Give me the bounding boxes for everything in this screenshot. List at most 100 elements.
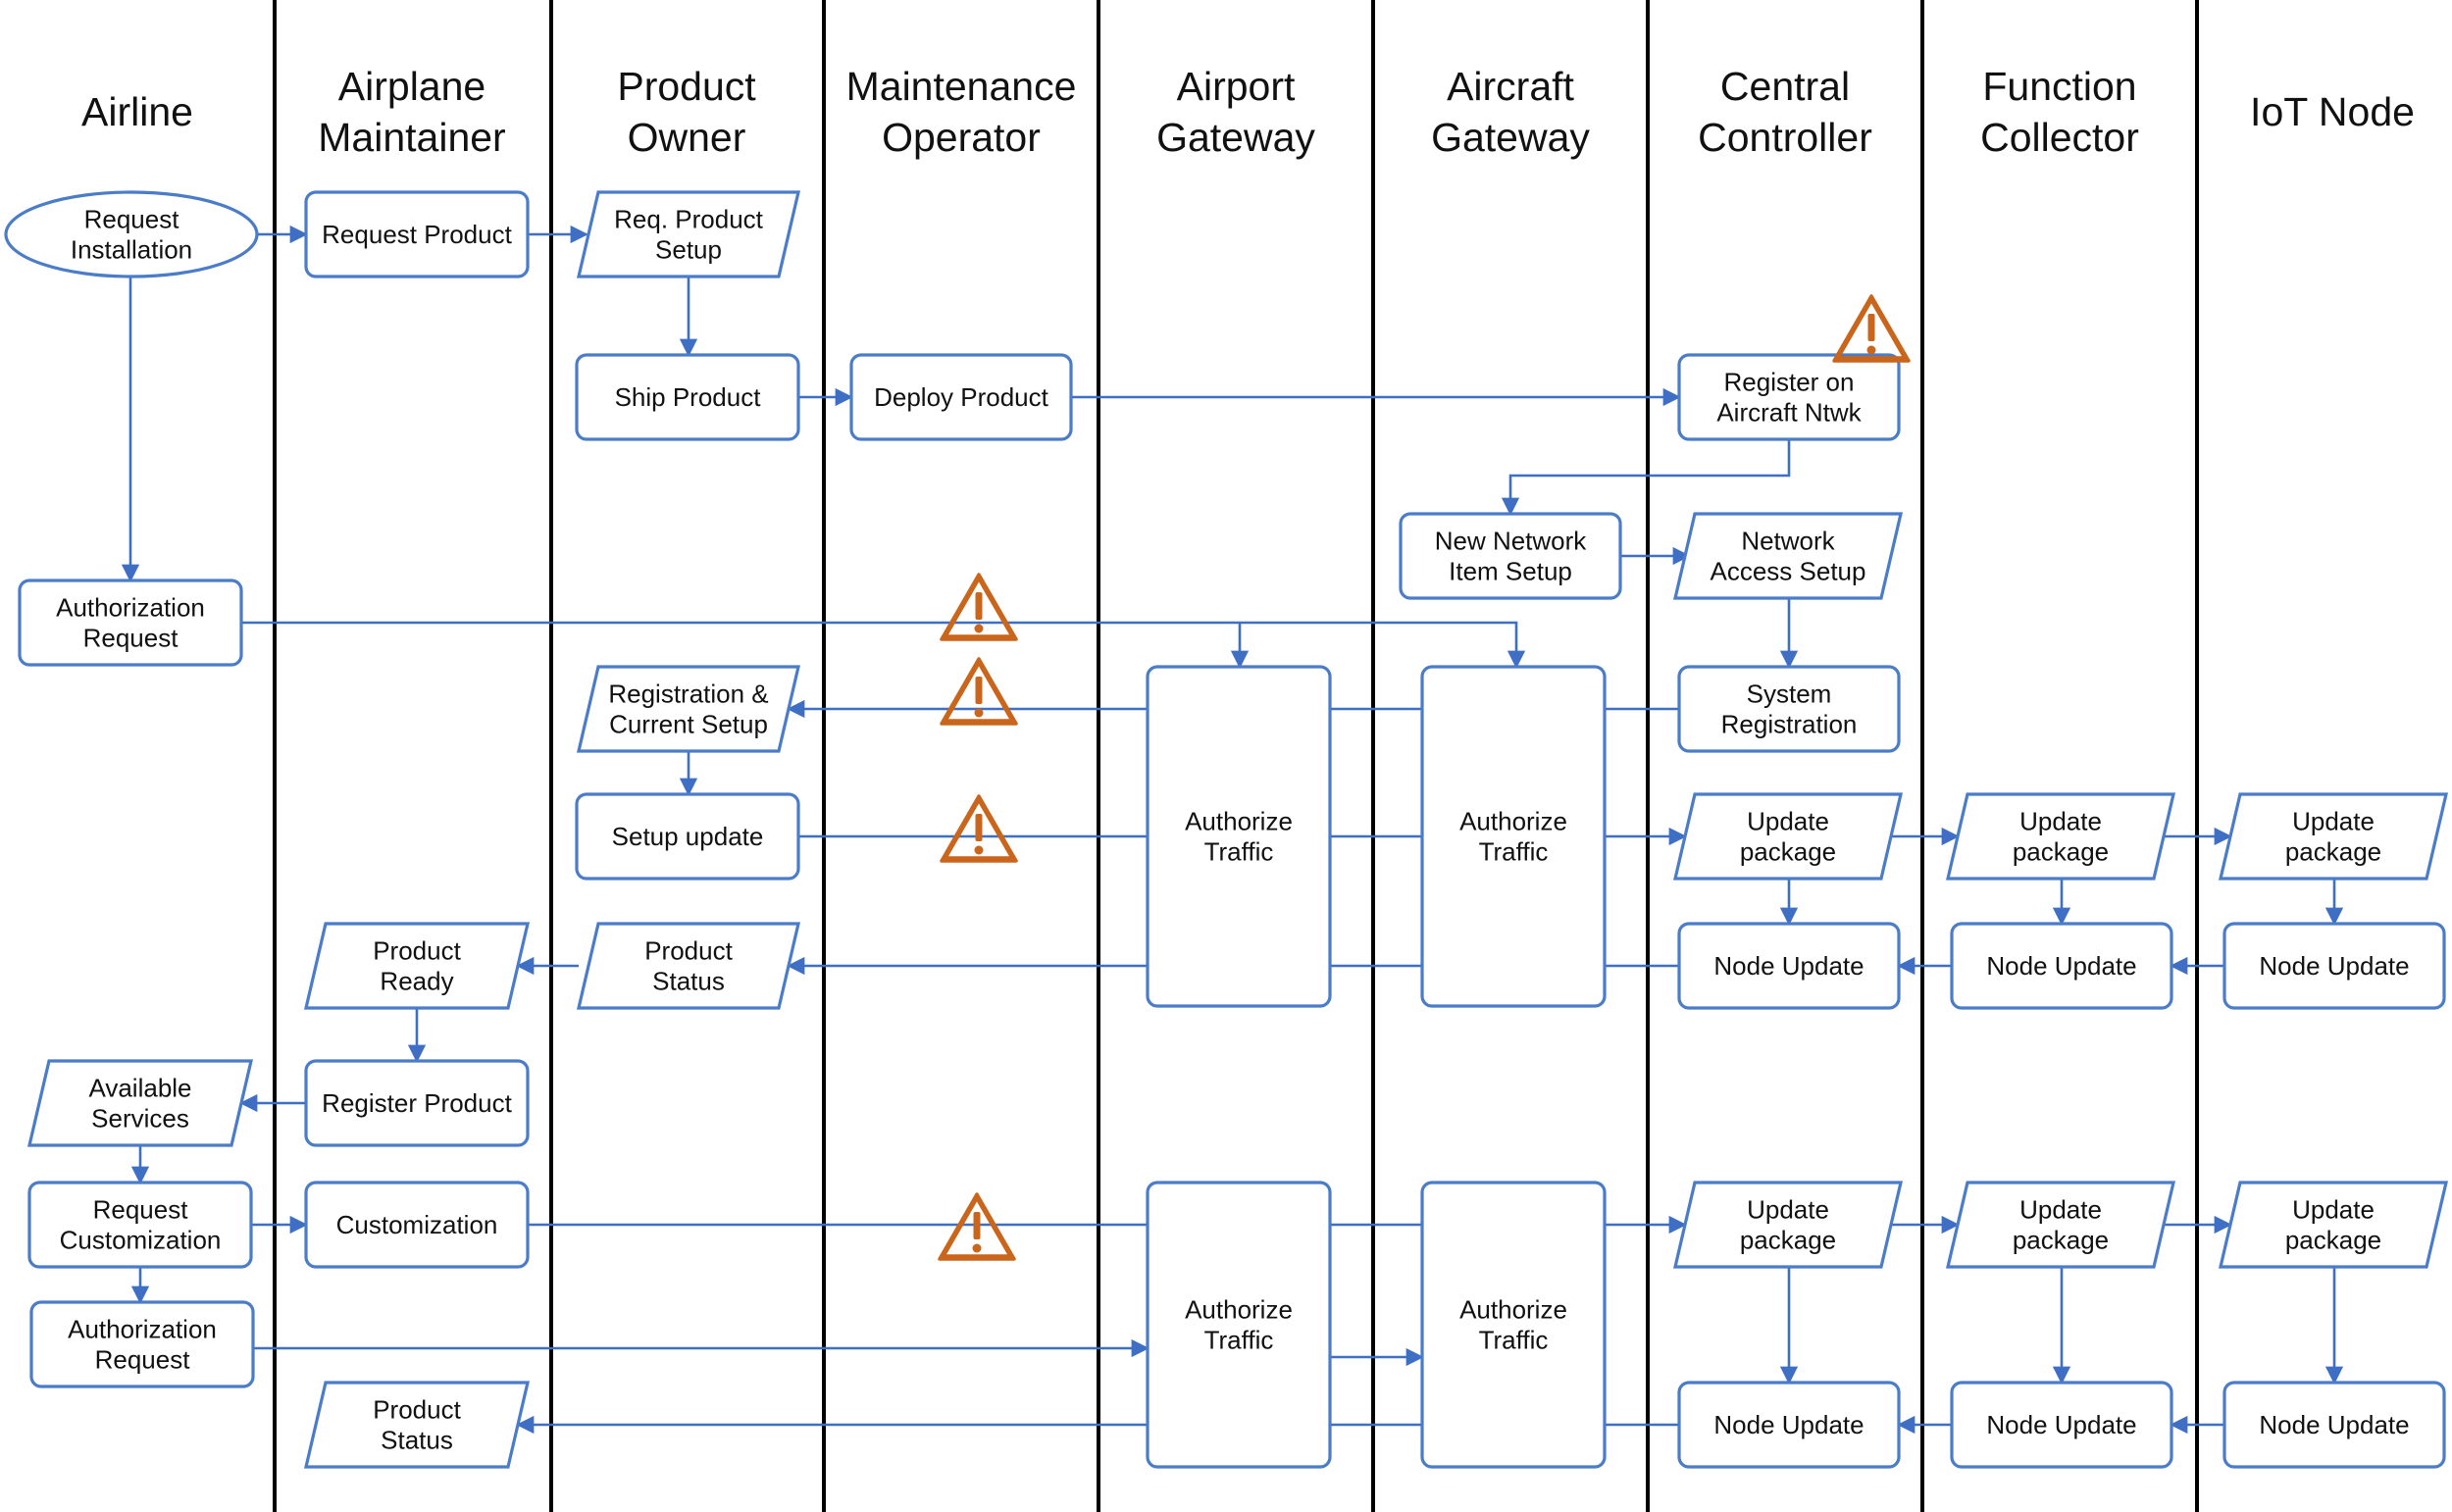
node-label: Services (91, 1104, 189, 1134)
node-shape (304, 1059, 530, 1147)
node-label: Setup update (612, 822, 764, 851)
node-customization[interactable]: Customization (304, 1181, 530, 1269)
node-label: Deploy Product (874, 382, 1049, 412)
node-shape (2218, 1181, 2449, 1269)
lane-titles: AirlineAirplaneMaintainerProductOwnerMai… (81, 64, 2415, 160)
warning-dot (1866, 345, 1876, 355)
warning-triangle-icon (940, 657, 1018, 726)
warning-triangle-icon (938, 1192, 1016, 1261)
lane-dividers (273, 0, 2199, 1512)
node-label: Customization (60, 1226, 222, 1255)
node-label: System (1747, 680, 1832, 709)
node-label: Authorize (1185, 807, 1293, 836)
lane-title-aircraft: Gateway (1431, 115, 1590, 160)
node-shape (2222, 1381, 2446, 1469)
node-shape (26, 1059, 254, 1147)
node-label: Setup (655, 235, 722, 265)
node-shape (1950, 1381, 2173, 1469)
node-label: Traffic (1204, 837, 1274, 867)
node-node-update-iot-2[interactable]: Node Update (2222, 1381, 2446, 1469)
node-shape (1146, 665, 1332, 1008)
lane-title-maintainer: Airplane (338, 64, 485, 109)
node-label: Update (1747, 807, 1829, 836)
node-node-update-central-2[interactable]: Node Update (1677, 1381, 1901, 1469)
node-label: Update (2292, 807, 2375, 836)
node-shape (575, 792, 800, 881)
warning-triangle (940, 657, 1018, 726)
node-ship-product[interactable]: Ship Product (575, 353, 800, 441)
node-label: Request (83, 624, 179, 653)
node-node-update-function-1[interactable]: Node Update (1950, 922, 2173, 1010)
node-label: Authorize (1459, 807, 1567, 836)
node-label: Registration & (608, 680, 768, 709)
node-shape (1672, 1181, 1904, 1269)
node-label: package (2013, 1226, 2109, 1255)
node-shape (304, 190, 530, 278)
warning-dot (974, 845, 984, 855)
node-node-update-iot-1[interactable]: Node Update (2222, 922, 2446, 1010)
node-shape (849, 353, 1073, 441)
node-shape (29, 1300, 255, 1388)
node-registration-current[interactable]: Registration &Current Setup (576, 665, 801, 753)
node-label: Ready (380, 967, 453, 996)
lane-title-airport: Airport (1177, 64, 1296, 109)
node-shape (1677, 1381, 1901, 1469)
warning-bar (975, 814, 983, 841)
node-setup-update[interactable]: Setup update (575, 792, 800, 881)
warning-triangle (940, 794, 1018, 863)
warning-triangle-icon (1832, 294, 1911, 363)
lane-title-function: Function (1982, 64, 2136, 109)
warning-triangle (938, 1192, 1016, 1261)
node-register-product[interactable]: Register Product (304, 1059, 530, 1147)
lane-title-iot: IoT Node (2250, 89, 2415, 134)
node-shape (576, 665, 801, 753)
node-shape (1399, 512, 1622, 600)
node-shape (1950, 922, 2173, 1010)
node-label: Node Update (1986, 1410, 2136, 1439)
warning-triangle-inner (1836, 298, 1907, 360)
node-shape (576, 190, 801, 278)
node-node-update-function-2[interactable]: Node Update (1950, 1381, 2173, 1469)
node-request-product[interactable]: Request Product (304, 190, 530, 278)
node-label: Current Setup (609, 710, 768, 739)
node-shape (1672, 792, 1904, 881)
lane-title-central: Controller (1698, 115, 1872, 160)
node-label: Register Product (322, 1088, 512, 1118)
warning-bar (975, 592, 983, 620)
node-shape (27, 1181, 253, 1269)
node-shape (2218, 792, 2449, 881)
warning-dot (972, 1243, 982, 1253)
node-shape (2222, 922, 2446, 1010)
node-shape (1677, 353, 1901, 441)
warning-triangle-inner (944, 577, 1014, 638)
warning-bar (1867, 314, 1875, 341)
node-deploy-product[interactable]: Deploy Product (849, 353, 1073, 441)
node-label: package (1740, 1226, 1836, 1255)
node-node-update-central-1[interactable]: Node Update (1677, 922, 1901, 1010)
